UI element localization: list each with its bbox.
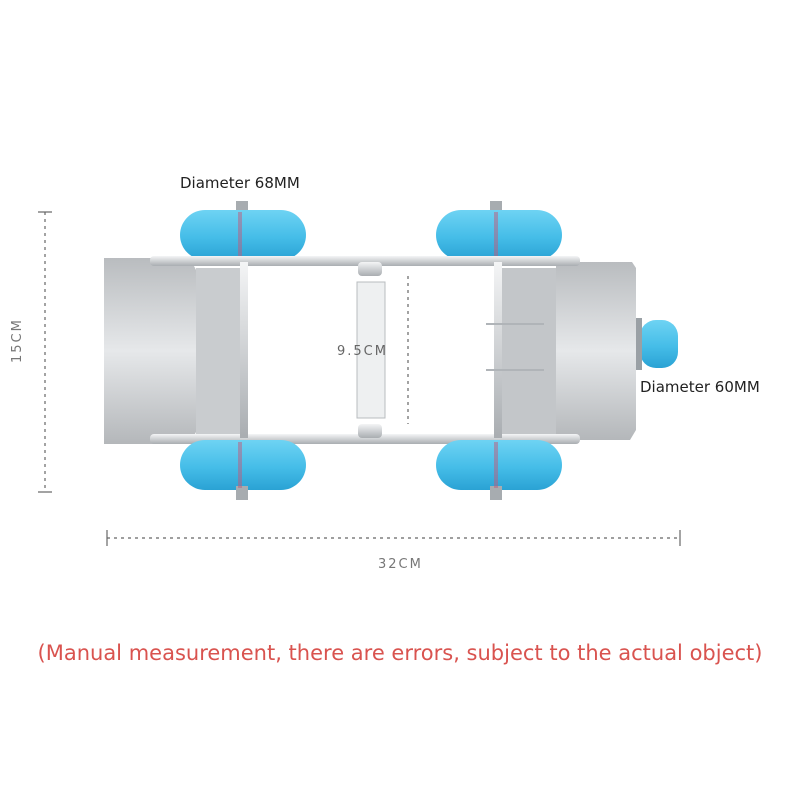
measurement-disclaimer: (Manual measurement, there are errors, s…	[37, 641, 763, 665]
wheel-bottom-left	[180, 440, 306, 500]
inner-width-label: 9.5CM	[337, 344, 388, 359]
wheel-bottom-right	[436, 440, 562, 500]
length-dimension-line	[106, 530, 681, 546]
base-plate	[104, 258, 636, 444]
length-label: 32CM	[378, 557, 423, 572]
inner-struts	[486, 323, 544, 371]
wheel-top-left	[180, 201, 306, 260]
height-label: 15CM	[10, 317, 25, 363]
frame-rails	[150, 256, 580, 444]
height-dimension-line	[38, 211, 52, 493]
front-wheel-diameter-label: Diameter 68MM	[180, 174, 300, 192]
wheel-top-right	[436, 201, 562, 260]
rear-wheel-diameter-label: Diameter 60MM	[640, 378, 760, 396]
